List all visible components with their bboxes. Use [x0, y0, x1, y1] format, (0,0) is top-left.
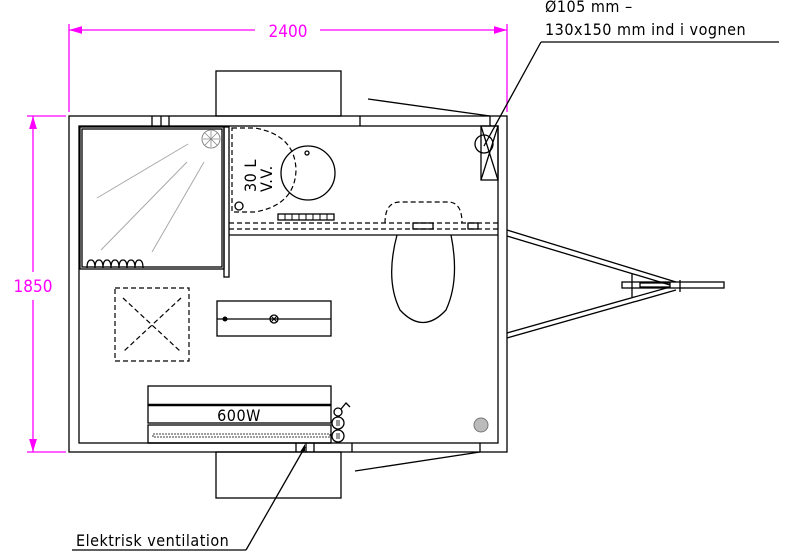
bottom-step	[215, 451, 342, 499]
counter	[229, 201, 498, 236]
door-swing-top	[367, 98, 491, 117]
skylight	[114, 287, 190, 362]
width-dimension: 2400	[68, 22, 508, 112]
vent-box	[474, 125, 499, 181]
vent-note-line1: Ø105 mm –	[545, 0, 633, 16]
door-swing-bottom	[354, 451, 481, 472]
top-step	[215, 70, 342, 117]
ventilation-note: Elektrisk ventilation	[72, 444, 306, 551]
walls	[68, 115, 508, 453]
floor-drain-icon	[473, 417, 489, 433]
ventilation-label: Elektrisk ventilation	[76, 531, 229, 550]
heater: 600W	[147, 385, 332, 444]
height-dimension-label: 1850	[14, 277, 53, 297]
shower	[79, 126, 230, 278]
vent-icon	[474, 134, 494, 154]
socket-icon	[331, 416, 345, 430]
water-heater: 30 L V.V.	[231, 127, 336, 213]
sink	[384, 201, 463, 224]
height-dimension: 1850	[14, 115, 66, 453]
socket-icon	[331, 429, 345, 443]
vent-note-line2: 130x150 mm ind i vognen	[545, 20, 746, 39]
lamp	[216, 300, 332, 337]
width-dimension-label: 2400	[269, 22, 308, 42]
water-heater-capacity: 30 L	[241, 159, 260, 192]
water-heater-label: V.V.	[257, 165, 276, 192]
heater-label: 600W	[217, 406, 261, 425]
switch-icon	[333, 407, 343, 417]
drawbar	[506, 229, 725, 339]
lamp-icon	[269, 314, 279, 324]
shower-drain	[86, 259, 144, 269]
vent-note: Ø105 mm – 130x150 mm ind i vognen	[483, 0, 779, 147]
electrical-outlets	[331, 402, 351, 443]
toilet	[391, 234, 456, 324]
shower-head-icon	[201, 129, 221, 149]
